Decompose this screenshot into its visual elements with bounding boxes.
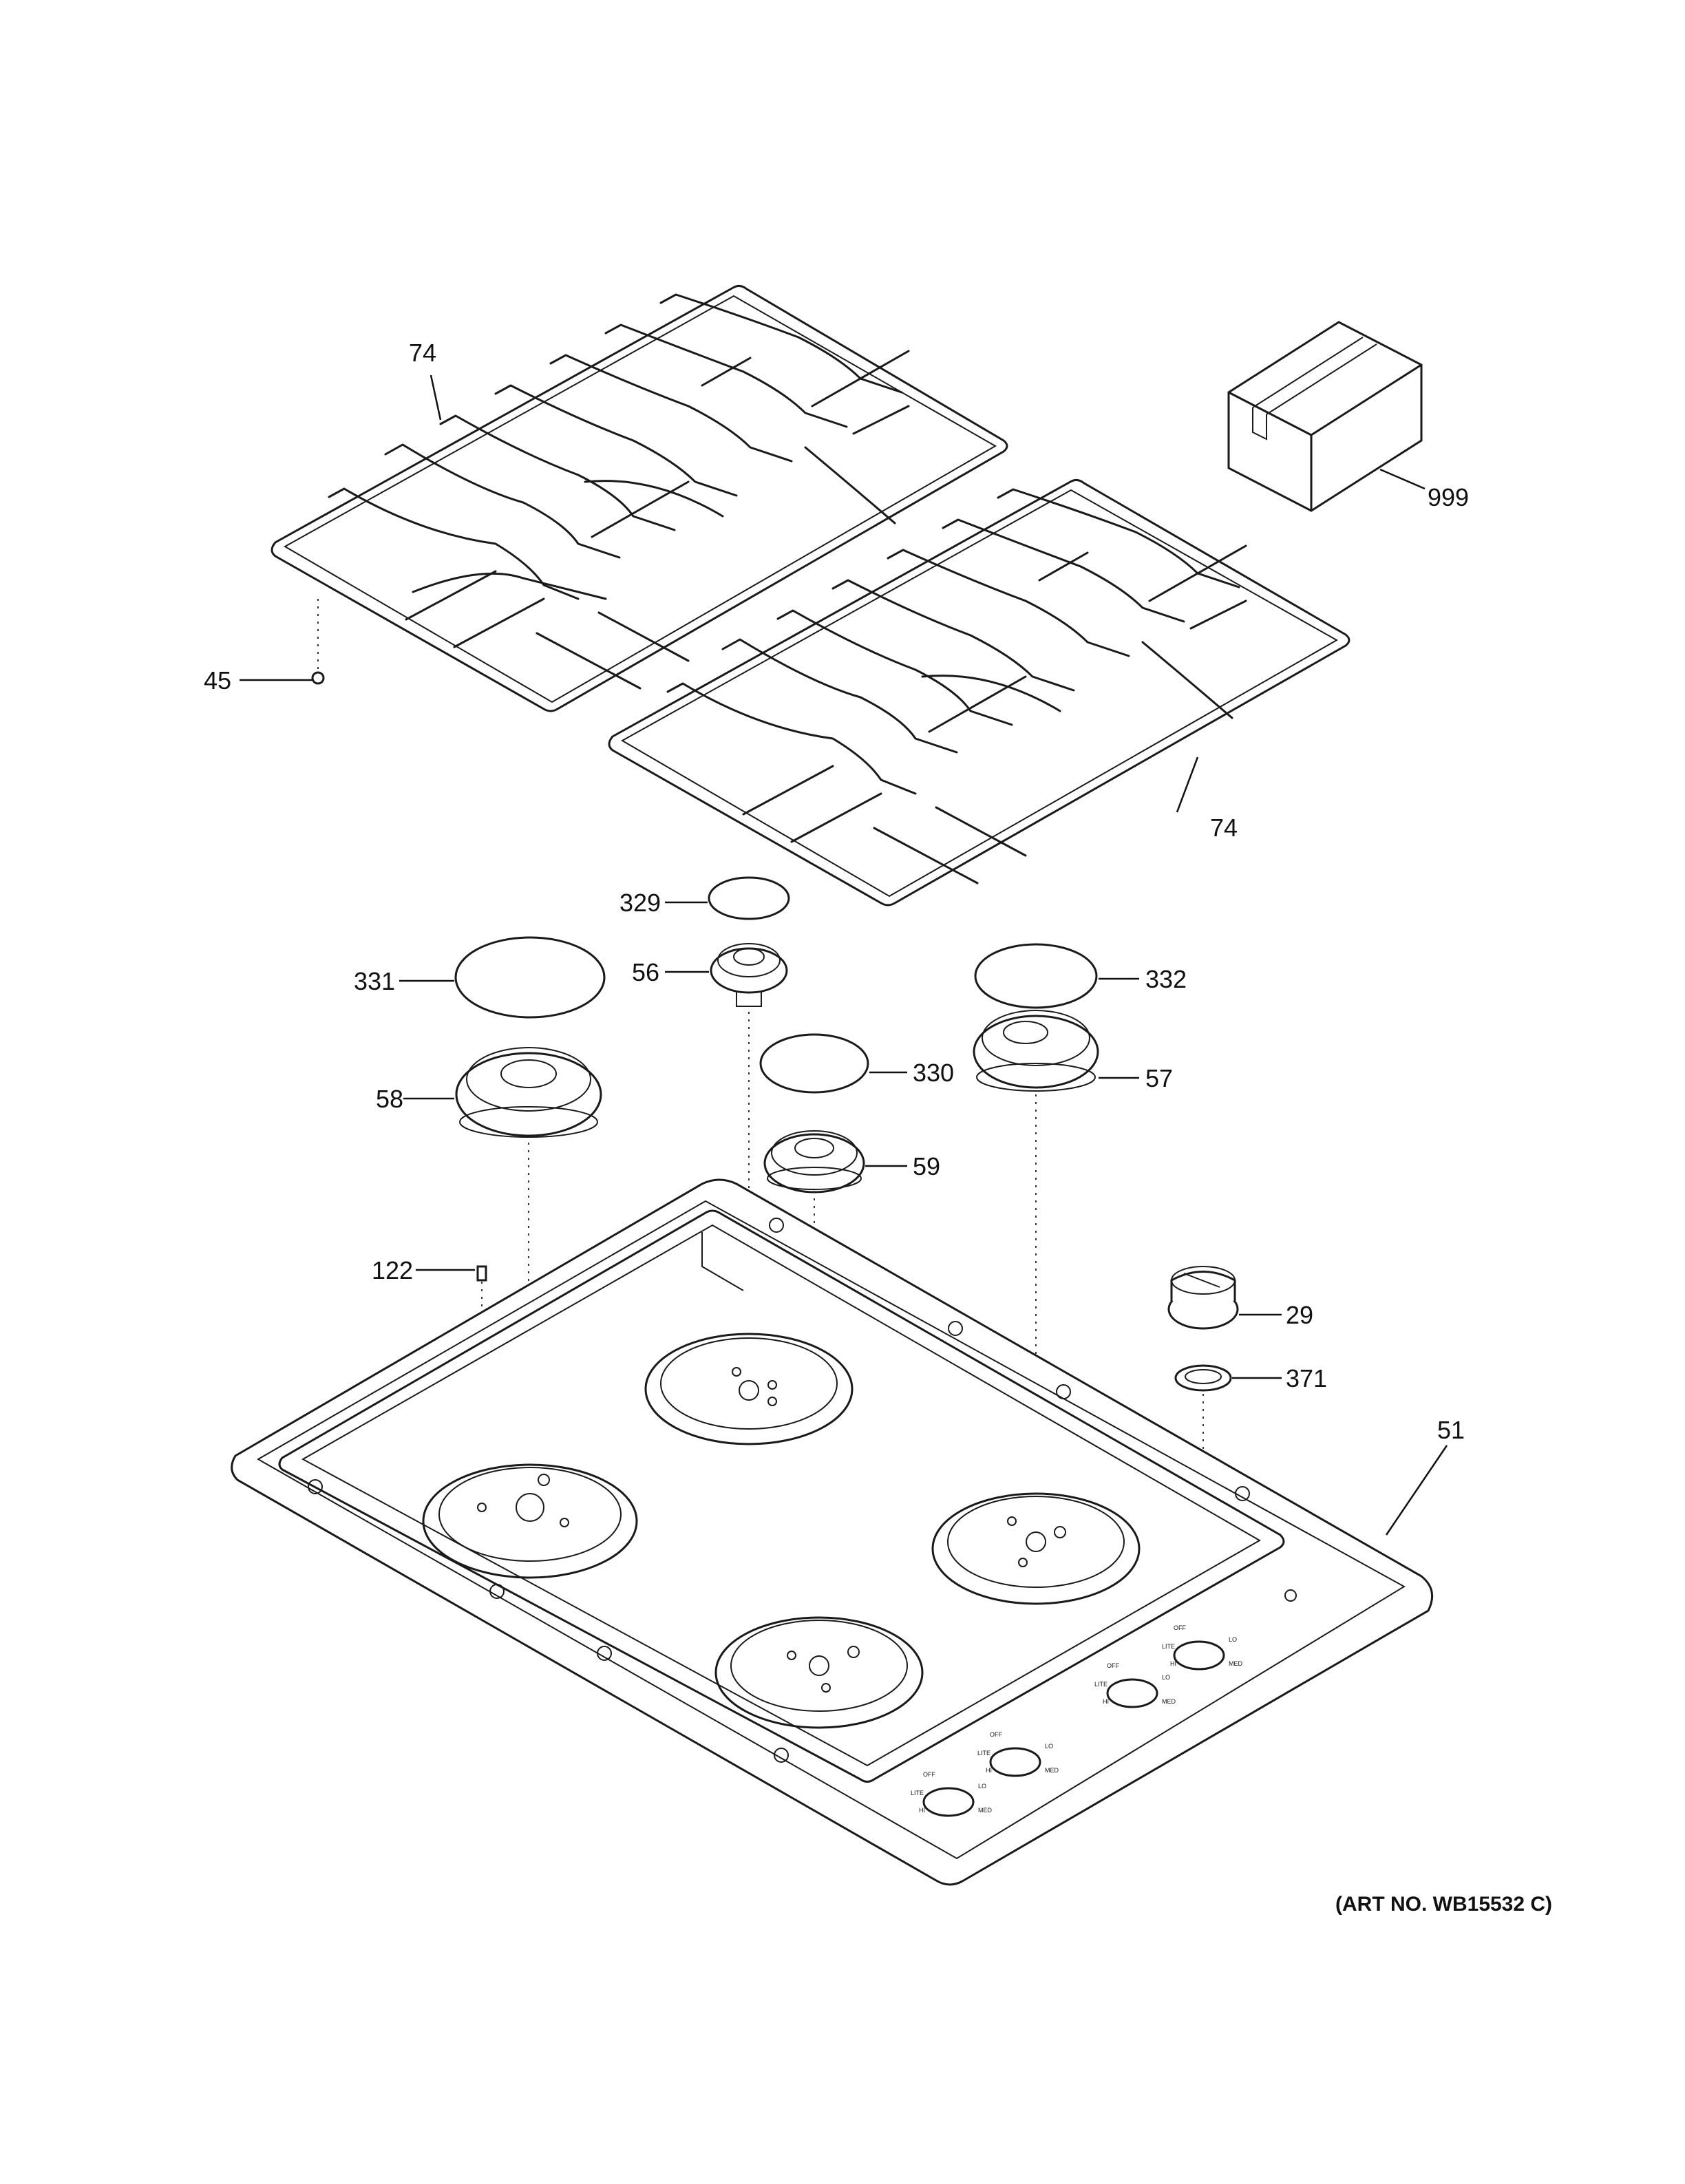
- burner-cap-329: [708, 876, 790, 920]
- callout-999: 999: [1428, 483, 1469, 511]
- burner-head-58: [455, 1047, 602, 1480]
- knob-3-off: OFF: [990, 1731, 1002, 1738]
- left-grate: [271, 284, 1008, 712]
- package-box: [1227, 321, 1423, 512]
- knob-1-hi: HI: [1170, 1660, 1176, 1667]
- right-grate: [608, 478, 1350, 907]
- callout-58: 58: [376, 1085, 403, 1113]
- knob-3-med: MED: [1045, 1767, 1059, 1774]
- knob-2-lo: LO: [1162, 1674, 1170, 1681]
- knob-3-lo: LO: [1045, 1743, 1053, 1750]
- knob-4-lo: LO: [978, 1783, 986, 1790]
- callout-331: 331: [354, 967, 395, 995]
- callout-45: 45: [204, 666, 231, 695]
- callout-329: 329: [619, 889, 661, 917]
- burner-cap-330: [759, 1033, 869, 1094]
- knob-1-med: MED: [1229, 1660, 1243, 1667]
- cooktop-51: [231, 1178, 1434, 1886]
- screw-45: [311, 599, 325, 685]
- callout-74-right: 74: [1210, 814, 1238, 842]
- control-knob-29: [1167, 1266, 1239, 1330]
- knob-1-lo: LO: [1229, 1636, 1237, 1643]
- callout-371: 371: [1286, 1364, 1327, 1392]
- knob-2-lite: LITE: [1094, 1681, 1108, 1688]
- callout-332: 332: [1145, 965, 1187, 993]
- knob-markings: OFF LITE HI LO MED OFF LITE HI LO MED OF…: [911, 1624, 1243, 1814]
- callout-29: 29: [1286, 1301, 1313, 1329]
- callout-51: 51: [1437, 1416, 1465, 1444]
- art-number: (ART NO. WB15532 C): [1335, 1893, 1552, 1916]
- knob-2-hi: HI: [1103, 1698, 1109, 1705]
- knob-2-med: MED: [1162, 1698, 1176, 1705]
- knob-3-hi: HI: [986, 1767, 992, 1774]
- burner-cap-331: [454, 936, 606, 1019]
- burner-head-57: [973, 1010, 1099, 1556]
- knob-4-hi: HI: [919, 1807, 925, 1814]
- knob-2-off: OFF: [1107, 1662, 1119, 1669]
- burner-head-56: [710, 943, 788, 1342]
- callout-122: 122: [372, 1256, 413, 1284]
- callout-330: 330: [913, 1059, 954, 1087]
- burner-cap-332: [974, 943, 1098, 1009]
- callout-labels: 74 74 999 45 329 331 56 332 330 58 57 59…: [204, 339, 1469, 1444]
- knob-4-off: OFF: [923, 1771, 935, 1778]
- callout-59: 59: [913, 1152, 940, 1180]
- knob-3-lite: LITE: [977, 1750, 990, 1757]
- callout-74-left: 74: [409, 339, 436, 367]
- leader-lines: [240, 374, 1448, 1536]
- knob-4-med: MED: [978, 1807, 993, 1814]
- knob-bezel-371: [1174, 1364, 1232, 1638]
- knob-4-lite: LITE: [911, 1790, 924, 1796]
- callout-57: 57: [1145, 1064, 1173, 1092]
- callout-56: 56: [632, 958, 659, 986]
- knob-1-off: OFF: [1174, 1624, 1186, 1631]
- knob-1-lite: LITE: [1162, 1643, 1175, 1650]
